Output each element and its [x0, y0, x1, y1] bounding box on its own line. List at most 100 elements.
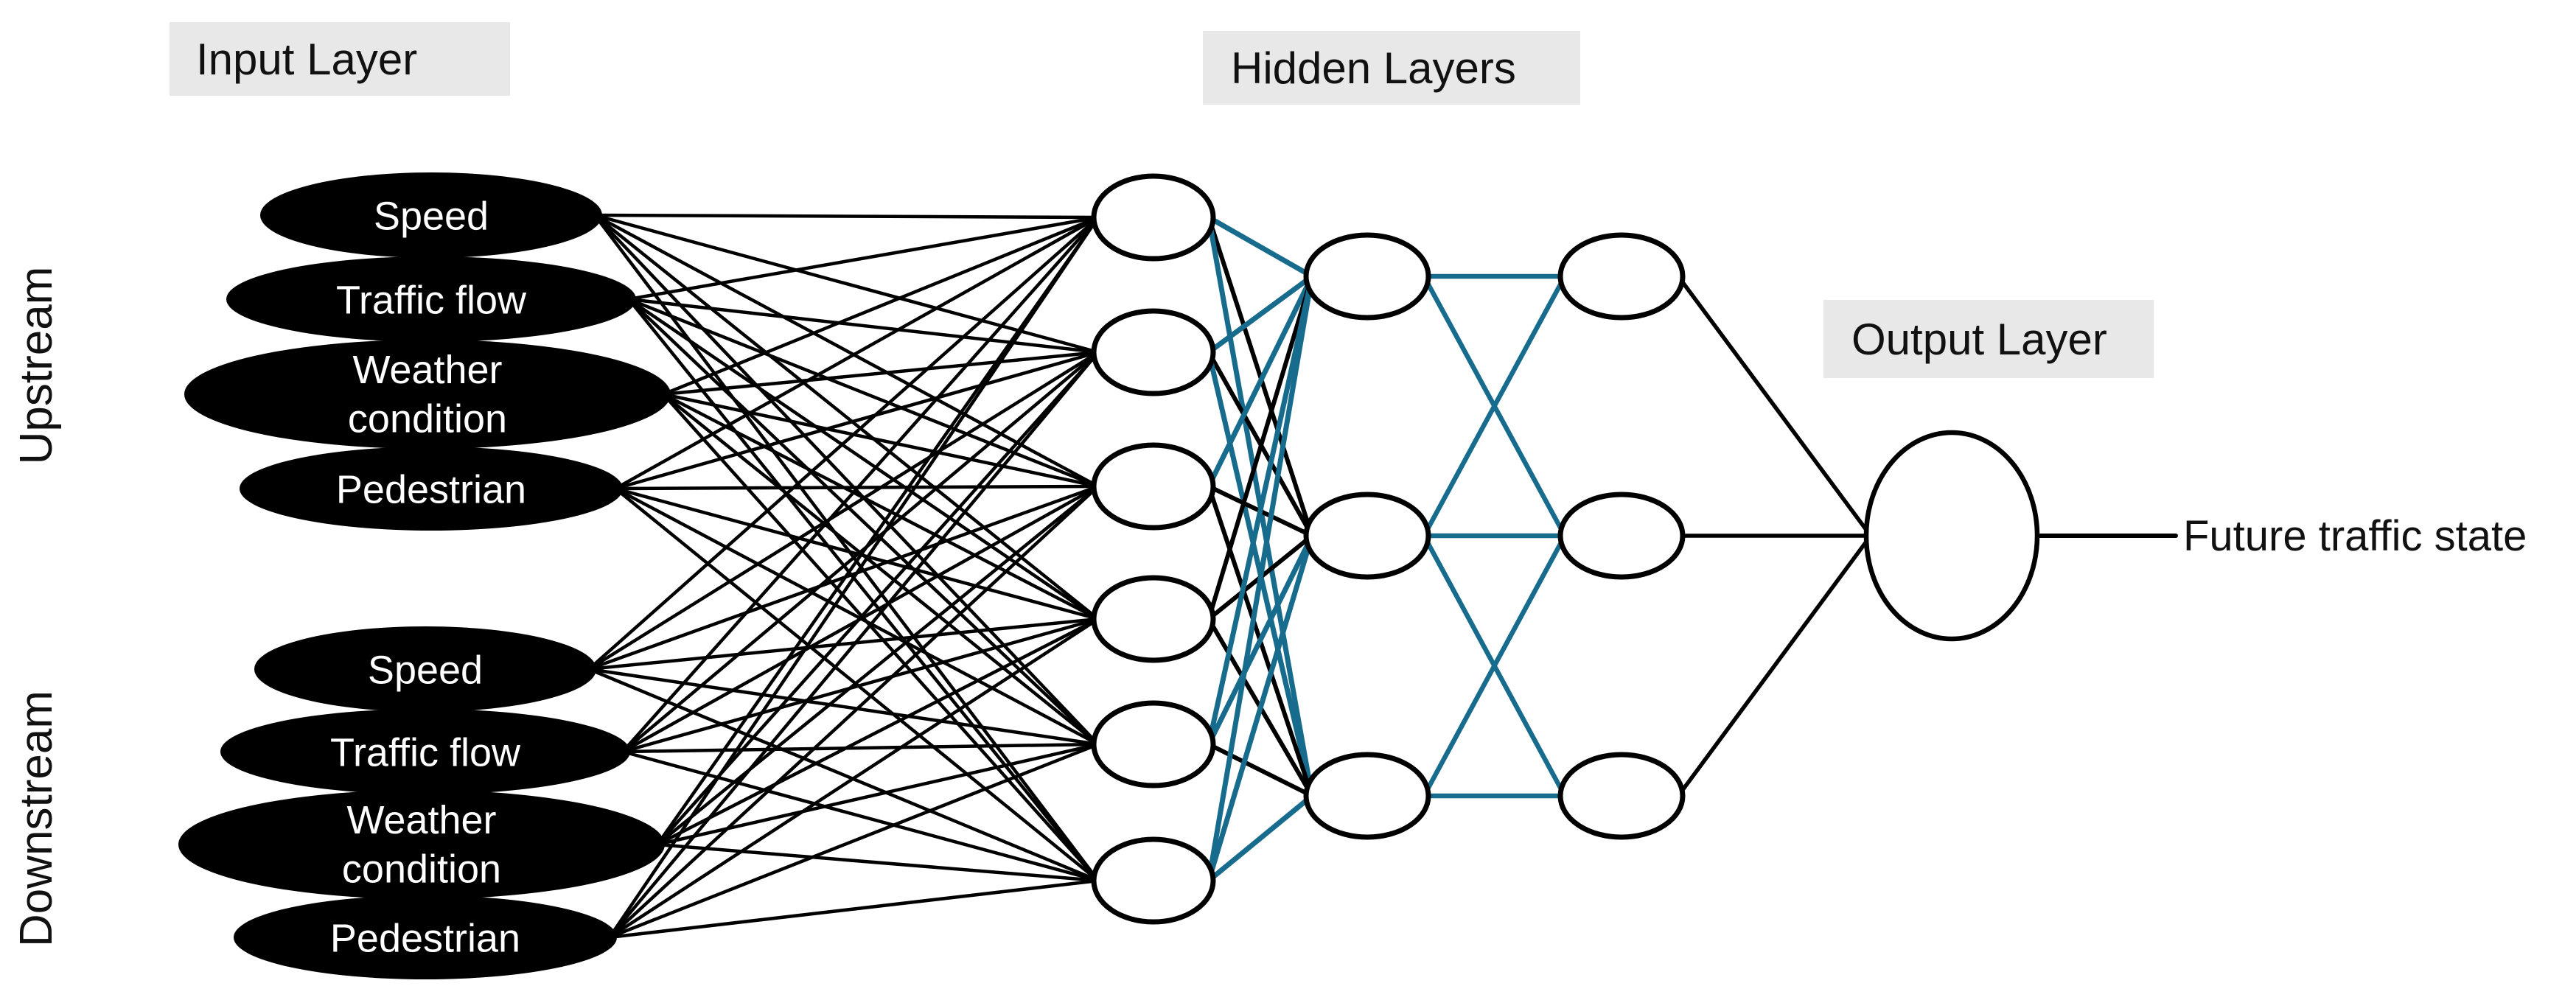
input-node-label-upstream-weather-condition-line2: condition: [348, 396, 507, 441]
input-layer-label: Input Layer: [196, 35, 417, 84]
connection-input-to-hidden1: [626, 297, 1100, 621]
connection-input-to-hidden1: [661, 392, 1100, 489]
output-layer-label: Output Layer: [1851, 315, 2107, 364]
connection-input-to-hidden1: [621, 749, 1100, 883]
connection-input-to-hidden1: [593, 213, 1100, 489]
connection-hidden1-to-hidden2: [1206, 533, 1315, 747]
input-node-label-downstream-traffic-flow: Traffic flow: [330, 730, 521, 775]
connection-input-to-hidden1: [661, 392, 1100, 621]
connection-hidden3-to-output: [1676, 534, 1873, 798]
connection-hidden1-to-hidden2: [1206, 273, 1315, 884]
connection-input-to-hidden1: [587, 617, 1100, 671]
input-node-label-upstream-weather-condition-line1: Weather: [352, 348, 502, 392]
connection-input-to-hidden1: [587, 350, 1100, 671]
hidden2-node: [1303, 492, 1431, 580]
connection-input-to-hidden1: [613, 215, 1100, 491]
connection-lines: [587, 213, 2178, 940]
input-node-upstream-traffic-flow: [226, 256, 636, 342]
connection-input-to-hidden1: [626, 215, 1100, 301]
input-node-downstream-speed: [254, 626, 596, 712]
hidden1-node: [1091, 173, 1216, 262]
input-node-label-upstream-traffic-flow: Traffic flow: [336, 278, 527, 322]
connection-hidden3-to-output: [1676, 274, 1873, 538]
upstream-label: Upstream: [11, 267, 62, 465]
connection-input-to-hidden1: [593, 213, 1100, 883]
connection-input-to-hidden1: [655, 484, 1100, 847]
input-node-label-downstream-weather-condition-line2: condition: [342, 847, 501, 891]
connection-input-to-hidden1: [587, 667, 1100, 883]
connection-input-to-hidden1: [607, 484, 1100, 940]
connection-hidden1-to-hidden2: [1206, 273, 1315, 747]
connection-input-to-hidden1: [613, 350, 1100, 491]
hidden3-node: [1557, 752, 1686, 840]
future-traffic-state-label: Future traffic state: [2183, 512, 2527, 560]
hidden1-node: [1091, 836, 1216, 925]
hidden2-node: [1303, 232, 1431, 321]
hidden1-node: [1091, 700, 1216, 789]
hidden-layers-label-bg: [1203, 31, 1580, 105]
network-nodes: [178, 172, 2040, 979]
input-node-label-downstream-speed: Speed: [368, 648, 483, 692]
input-node-label-downstream-weather-condition-line1: Weather: [346, 798, 496, 842]
connection-input-to-hidden1: [621, 350, 1100, 754]
downstream-label: Downstream: [11, 690, 62, 947]
input-node-label-upstream-speed: Speed: [374, 194, 489, 238]
connection-hidden1-to-hidden2: [1206, 214, 1315, 279]
connection-input-to-hidden1: [626, 297, 1100, 883]
hidden1-node: [1091, 308, 1216, 396]
hidden1-node: [1091, 575, 1216, 663]
input-node-downstream-traffic-flow: [220, 709, 630, 794]
connection-input-to-hidden1: [655, 842, 1100, 883]
connection-input-to-hidden1: [587, 215, 1100, 671]
connection-input-to-hidden1: [607, 350, 1100, 940]
connection-input-to-hidden1: [621, 215, 1100, 754]
connection-hidden2-to-hidden3: [1421, 273, 1568, 539]
connection-hidden1-to-hidden2: [1206, 273, 1315, 489]
connection-hidden1-to-hidden2: [1206, 533, 1315, 884]
output-layer-label-bg: [1823, 300, 2154, 378]
connection-input-to-hidden1: [593, 213, 1100, 621]
input-node-downstream-pedestrian: [234, 895, 617, 979]
input-layer-label-bg: [170, 22, 510, 96]
connection-input-to-hidden1: [661, 392, 1100, 883]
hidden1-node: [1091, 442, 1216, 531]
hidden3-node: [1557, 232, 1686, 321]
output-node: [1863, 430, 2040, 642]
input-node-label-upstream-pedestrian: Pedestrian: [336, 467, 526, 511]
connection-input-to-hidden1: [593, 213, 1100, 354]
hidden3-node: [1557, 492, 1686, 580]
input-node-upstream-pedestrian: [240, 447, 623, 531]
connection-input-to-hidden1: [607, 617, 1100, 940]
connection-input-to-hidden1: [607, 215, 1100, 940]
connection-input-to-hidden1: [661, 392, 1100, 746]
connection-input-to-hidden1: [607, 878, 1100, 940]
connection-input-to-hidden1: [661, 215, 1100, 396]
input-node-upstream-weather-condition: [184, 340, 671, 449]
connection-hidden1-to-hidden2: [1206, 273, 1315, 355]
connection-input-to-hidden1: [621, 617, 1100, 754]
connection-hidden2-to-hidden3: [1421, 533, 1568, 799]
input-node-downstream-weather-condition: [178, 790, 665, 899]
connection-input-to-hidden1: [593, 213, 1100, 746]
hidden2-node: [1303, 752, 1431, 840]
input-node-upstream-speed: [260, 172, 602, 258]
connection-input-to-hidden1: [655, 215, 1100, 847]
connection-hidden1-to-hidden2: [1206, 793, 1315, 884]
connection-input-to-hidden1: [655, 742, 1100, 847]
connection-input-to-hidden1: [621, 742, 1100, 754]
connection-hidden1-to-hidden2: [1207, 742, 1314, 798]
connection-hidden1-to-hidden2: [1207, 274, 1314, 621]
connection-input-to-hidden1: [626, 297, 1100, 354]
connection-input-to-hidden1: [613, 486, 1100, 746]
connection-input-to-hidden1: [655, 350, 1100, 847]
hidden-layers-label: Hidden Layers: [1231, 43, 1516, 93]
connection-input-to-hidden1: [587, 667, 1100, 746]
connection-input-to-hidden1: [655, 617, 1100, 847]
connection-input-to-hidden1: [607, 742, 1100, 940]
input-node-label-downstream-pedestrian: Pedestrian: [330, 916, 520, 960]
connection-input-to-hidden1: [661, 350, 1100, 396]
connection-input-to-hidden1: [626, 297, 1100, 489]
